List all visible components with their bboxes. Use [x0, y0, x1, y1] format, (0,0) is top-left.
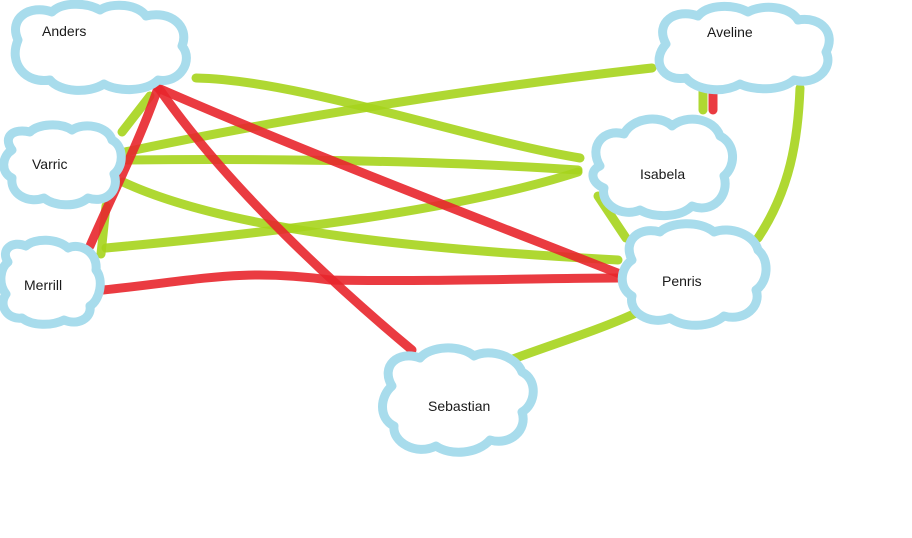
node-label-aveline: Aveline: [707, 24, 753, 40]
cloud-shape: [654, 2, 834, 95]
edge-anders-penris: [153, 83, 625, 279]
node-merrill: Merrill: [0, 235, 105, 329]
edge-varric-penris: [118, 177, 623, 265]
node-label-isabela: Isabela: [640, 166, 685, 182]
edge-anders-merrill: [85, 83, 163, 251]
edge-aveline-penris: [753, 83, 805, 243]
cloud-shape: [0, 120, 126, 210]
node-label-anders: Anders: [42, 23, 86, 39]
node-label-penris: Penris: [662, 273, 702, 289]
node-anders: Anders: [10, 0, 191, 95]
cloud-shape: [617, 219, 771, 330]
node-isabela: Isabela: [588, 114, 737, 220]
node-varric: Varric: [0, 120, 126, 210]
edges-layer: [85, 63, 805, 367]
edge-merrill-penris: [98, 270, 623, 295]
cloud-shape: [588, 114, 737, 220]
node-label-sebastian: Sebastian: [428, 398, 490, 414]
nodes-layer: Anders Aveline Varric Isabela Merrill Pe…: [0, 0, 834, 457]
node-label-merrill: Merrill: [24, 277, 62, 293]
node-sebastian: Sebastian: [378, 343, 538, 457]
cloud-shape: [10, 0, 191, 95]
node-label-varric: Varric: [32, 156, 68, 172]
cloud-shape: [0, 235, 105, 329]
cloud-shape: [378, 343, 538, 457]
edge-varric-isabela: [122, 154, 583, 175]
edge-anders-varric: [117, 91, 155, 137]
node-penris: Penris: [617, 219, 771, 330]
edge-merrill-isabela: [101, 167, 583, 253]
node-aveline: Aveline: [654, 2, 834, 95]
edge-penris-sebastian: [500, 307, 643, 367]
edge-anders-sebastian: [155, 85, 417, 355]
edge-anders-isabela: [191, 73, 585, 163]
